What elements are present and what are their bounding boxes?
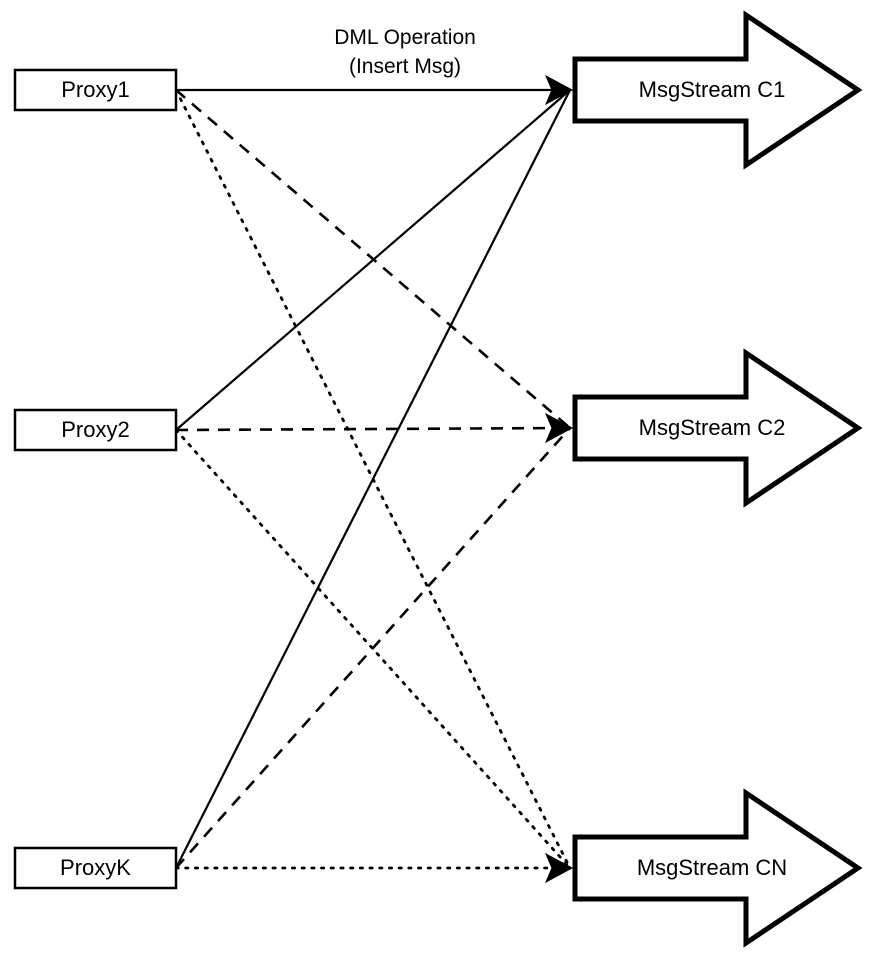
stream-label: MsgStream C2 <box>639 415 786 440</box>
stream-msgstream_c2[interactable]: MsgStream C2 <box>572 348 863 508</box>
block-arrow-icon-msgstream_cn <box>572 788 863 948</box>
proxy-box <box>13 68 178 112</box>
proxy-label: ProxyK <box>60 855 131 880</box>
edge-line-solid <box>175 89 571 869</box>
edge-proxyk-to-c2 <box>175 427 571 869</box>
streams-layer: MsgStream C1 MsgStream C2 MsgStream CN <box>572 10 863 948</box>
stream-label: MsgStream C1 <box>639 77 786 102</box>
stream-msgstream_c1[interactable]: MsgStream C1 <box>572 10 863 170</box>
node-proxy1[interactable]: Proxy1 <box>13 68 178 112</box>
arrowhead-icon-head-cn <box>544 852 574 884</box>
edge-line-dashed <box>175 427 571 869</box>
dml-operation-annotation: DML Operation (Insert Msg) <box>334 26 476 78</box>
stream-label: MsgStream CN <box>637 855 787 880</box>
block-arrow-icon-msgstream_c2 <box>572 348 863 508</box>
edges-layer <box>174 88 572 870</box>
arrowhead-icon-head-c1 <box>544 74 574 106</box>
proxy-label: Proxy2 <box>61 417 129 442</box>
edge-line-solid <box>175 89 571 431</box>
edge-proxyk-to-c1 <box>175 89 571 869</box>
dml-operation-line1: DML Operation <box>334 26 476 49</box>
edge-proxy2-to-c2 <box>175 426 571 432</box>
arrowhead-icon-head-c2 <box>544 412 574 444</box>
node-proxyk[interactable]: ProxyK <box>13 846 178 890</box>
edge-proxy2-to-c1 <box>175 89 571 431</box>
edge-line-dashed <box>175 426 571 432</box>
stream-msgstream_cn[interactable]: MsgStream CN <box>572 788 863 948</box>
arrowheads-layer <box>544 74 574 884</box>
proxy-box <box>13 408 178 452</box>
proxy-label: Proxy1 <box>61 77 129 102</box>
proxy-box <box>13 846 178 890</box>
node-proxy2[interactable]: Proxy2 <box>13 408 178 452</box>
dml-operation-line2: (Insert Msg) <box>349 55 461 78</box>
block-arrow-icon-msgstream_c1 <box>572 10 863 170</box>
